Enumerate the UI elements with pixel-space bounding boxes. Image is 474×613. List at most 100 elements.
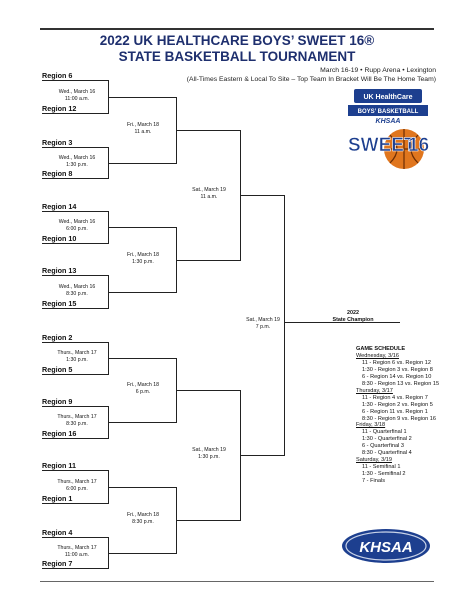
- game-time: 1:30 p.m.: [66, 162, 88, 168]
- schedule-game: 11 - Quarterfinal 1: [362, 429, 407, 436]
- schedule-game: 1:30 - Region 3 vs. Region 8: [362, 366, 433, 373]
- bracket-line: [42, 406, 108, 407]
- bracket-line: [42, 438, 108, 439]
- khsaa-oval: [342, 529, 430, 563]
- game-day: Thurs., March 17: [57, 414, 97, 420]
- bracket-line: [108, 553, 176, 554]
- bracket-line: [108, 97, 176, 98]
- game-time: 11:00 a.m.: [64, 552, 90, 558]
- region-label: Region 12: [42, 104, 77, 113]
- game-day: Thurs., March 17: [57, 350, 97, 356]
- schedule-game: 8:30 - Region 9 vs. Region 16: [362, 415, 437, 422]
- region-label: Region 10: [42, 234, 77, 243]
- schedule-game: 1:30 - Semifinal 2: [362, 471, 406, 478]
- bottom-rule: [40, 581, 434, 582]
- page-subtitle: STATE BASKETBALL TOURNAMENT: [118, 49, 356, 64]
- game-day: Thurs., March 17: [57, 479, 97, 485]
- bracket-line: [176, 260, 240, 261]
- schedule-game: 6 - Region 11 vs. Region 1: [362, 408, 428, 415]
- schedule-game: 6 - Quarterfinal 3: [362, 443, 404, 450]
- bracket-line: [42, 211, 108, 212]
- bracket-line: [42, 537, 108, 538]
- bracket-line: [42, 342, 108, 343]
- game-time: 1:30 p.m.: [66, 357, 88, 363]
- time-note: (All-Times Eastern & Local To Site – Top…: [186, 76, 436, 83]
- game-time: 1:30 p.m.: [198, 454, 220, 460]
- game-day: Fri., March 18: [127, 122, 159, 128]
- schedule-game: 8:30 - Quarterfinal 4: [362, 450, 412, 457]
- bracket-line: [42, 243, 108, 244]
- schedule-game: 6 - Region 14 vs. Region 10: [362, 373, 432, 380]
- bracket-line: [42, 503, 108, 504]
- page-title: 2022 UK HEALTHCARE BOYS’ SWEET 16®: [99, 33, 375, 48]
- logo-sweet-text: SWEET: [348, 135, 416, 156]
- bracket-line: [176, 520, 240, 521]
- bracket-line: [108, 163, 176, 164]
- region-label: Region 2: [42, 333, 73, 342]
- bracket-line: [240, 455, 284, 456]
- region-label: Region 6: [42, 71, 73, 80]
- schedule-game: 7 - Finals: [362, 478, 386, 485]
- game-day: Sat., March 19: [192, 447, 226, 453]
- champion-year: 2022: [347, 310, 359, 316]
- schedule-day: Saturday, 3/19: [356, 457, 392, 464]
- game-time: 8:30 p.m.: [66, 291, 88, 297]
- schedule-day: Thursday, 3/17: [356, 387, 393, 394]
- bracket-line: [42, 308, 108, 309]
- region-label: Region 11: [42, 461, 76, 470]
- game-day: Wed., March 16: [58, 155, 96, 161]
- game-day: Wed., March 16: [58, 219, 96, 225]
- schedule-heading: GAME SCHEDULE: [356, 346, 406, 352]
- top-rule: [40, 28, 434, 30]
- game-time: 11 a.m.: [200, 194, 218, 200]
- game-day: Wed., March 16: [58, 284, 96, 290]
- region-label: Region 7: [42, 559, 73, 568]
- game-day: Fri., March 18: [127, 512, 159, 518]
- region-label: Region 4: [42, 528, 73, 537]
- schedule-game: 1:30 - Quarterfinal 2: [362, 436, 412, 443]
- game-time: 1:30 p.m.: [132, 259, 154, 265]
- game-time: 8:30 p.m.: [132, 519, 154, 525]
- sweet16-logo: UK HealthCare BOYS’ BASKETBALL KHSAA SWE…: [348, 89, 429, 169]
- bracket-line: [42, 113, 108, 114]
- schedule-game: 11 - Region 4 vs. Region 7: [362, 394, 428, 401]
- bracket-line: [42, 568, 108, 569]
- logo-ribbon: [348, 105, 428, 116]
- game-day: Thurs., March 17: [57, 545, 97, 551]
- bracket-line: [108, 487, 176, 488]
- logo-org-text: KHSAA: [376, 118, 401, 125]
- bracket-line: [108, 422, 176, 423]
- game-day: Sat., March 19: [246, 317, 280, 323]
- schedule-game: 11 - Semifinal 1: [362, 464, 401, 471]
- bracket-line: [108, 292, 176, 293]
- logo-16-text: 16: [408, 135, 429, 156]
- bracket-line: [284, 195, 285, 456]
- region-label: Region 9: [42, 397, 73, 406]
- bracket-line: [42, 275, 108, 276]
- region-label: Region 1: [42, 494, 73, 503]
- game-time: 11:00 a.m.: [64, 96, 90, 102]
- game-day: Wed., March 16: [58, 89, 96, 95]
- game-time: 7 p.m.: [255, 324, 271, 330]
- champion-label: 2022 State Champion: [328, 310, 378, 324]
- schedule-day: Wednesday, 3/16: [356, 352, 400, 359]
- region-label: Region 5: [42, 365, 73, 374]
- bracket-line: [240, 195, 284, 196]
- region-label: Region 15: [42, 299, 77, 308]
- game-schedule: GAME SCHEDULE Wednesday, 3/16 11 - Region…: [356, 346, 439, 485]
- khsaa-text: KHSAA: [359, 539, 412, 556]
- region-label: Region 16: [42, 429, 77, 438]
- bracket-line: [42, 374, 108, 375]
- game-time: 6:00 p.m.: [66, 486, 88, 492]
- region-label: Region 8: [42, 169, 73, 178]
